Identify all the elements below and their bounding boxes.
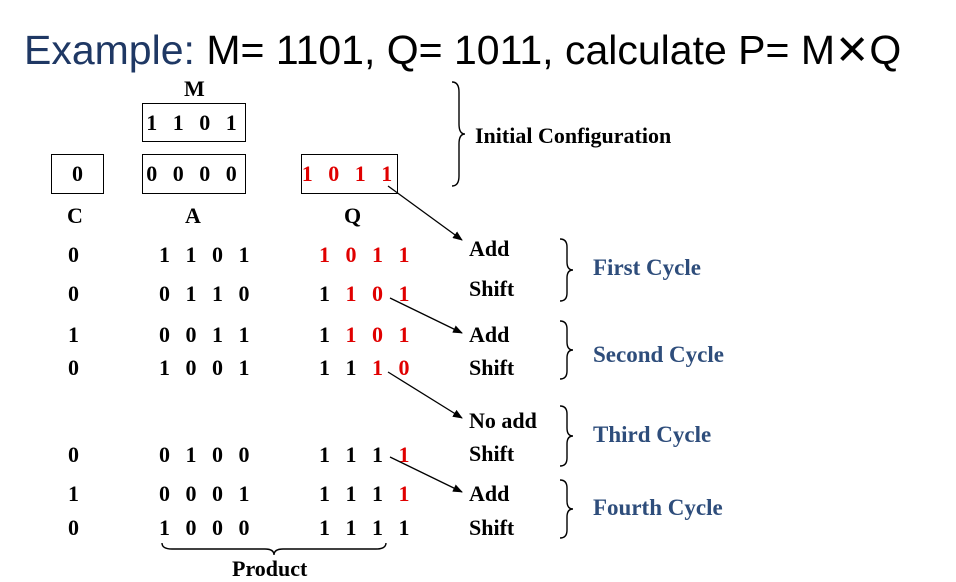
row-c: 1 [68, 322, 79, 347]
op-label: Add [469, 481, 510, 506]
header-a: A [185, 203, 201, 228]
op-label: Shift [469, 355, 515, 380]
row-c: 1 [68, 481, 79, 506]
product-label: Product [232, 556, 308, 581]
register-a-value: 0 0 0 0 [146, 161, 242, 186]
brace-fourth-cycle [559, 479, 574, 539]
op-label: Add [469, 322, 510, 347]
row-q: 1 1 1 1 [319, 481, 415, 506]
row-c: 0 [68, 515, 79, 540]
row-q: 1 1 1 0 [319, 355, 415, 380]
row-q: 1 1 1 1 [319, 442, 415, 467]
arrow-to-first-add [387, 185, 463, 241]
brace-third-cycle [559, 405, 574, 467]
row-c: 0 [68, 355, 79, 380]
register-c-value: 0 [72, 161, 83, 186]
row-a: 1 0 0 1 [159, 355, 255, 380]
row-c: 0 [68, 281, 79, 306]
initial-configuration-label: Initial Configuration [475, 123, 672, 148]
row-a: 0 1 0 0 [159, 442, 255, 467]
register-m-value: 1 1 0 1 [146, 109, 242, 135]
row-c: 0 [68, 242, 79, 267]
cycle-label: Fourth Cycle [593, 495, 723, 520]
cycle-label: Second Cycle [593, 342, 724, 367]
row-a: 0 1 1 0 [159, 281, 255, 306]
row-q: 1 1 0 1 [319, 322, 415, 347]
row-a: 0 0 0 1 [159, 481, 255, 506]
op-label: Shift [469, 441, 515, 466]
row-a: 1 1 0 1 [159, 242, 255, 267]
op-label: Add [469, 236, 510, 261]
brace-first-cycle [559, 238, 574, 302]
row-a: 0 0 1 1 [159, 322, 255, 347]
register-a: 0 0 0 0 [142, 154, 246, 194]
brace-initial [451, 81, 466, 187]
register-q-value: 1 0 1 1 [301, 161, 398, 186]
header-q: Q [344, 203, 362, 228]
op-label: Shift [469, 276, 515, 301]
op-label: Shift [469, 515, 515, 540]
register-c: 0 [51, 154, 104, 194]
op-label: No add [469, 408, 537, 433]
row-c: 0 [68, 442, 79, 467]
row-q: 1 1 0 1 [319, 281, 415, 306]
brace-second-cycle [559, 320, 574, 380]
slide-title: Example: M= 1101, Q= 1011, calculate P= … [24, 24, 901, 76]
title-lead: Example: [24, 27, 195, 73]
brace-product [161, 542, 387, 556]
title-rest: M= 1101, Q= 1011, calculate P= M✕Q [206, 27, 902, 73]
header-m: M [184, 76, 205, 101]
row-q: 1 1 1 1 [319, 515, 415, 540]
row-a: 1 0 0 0 [159, 515, 255, 540]
cycle-label: Third Cycle [593, 422, 712, 447]
cycle-label: First Cycle [593, 255, 701, 280]
header-c: C [67, 203, 83, 228]
register-q: 1 0 1 1 [301, 154, 398, 194]
row-q: 1 0 1 1 [319, 242, 415, 267]
register-m: 1 1 0 1 [142, 103, 246, 142]
